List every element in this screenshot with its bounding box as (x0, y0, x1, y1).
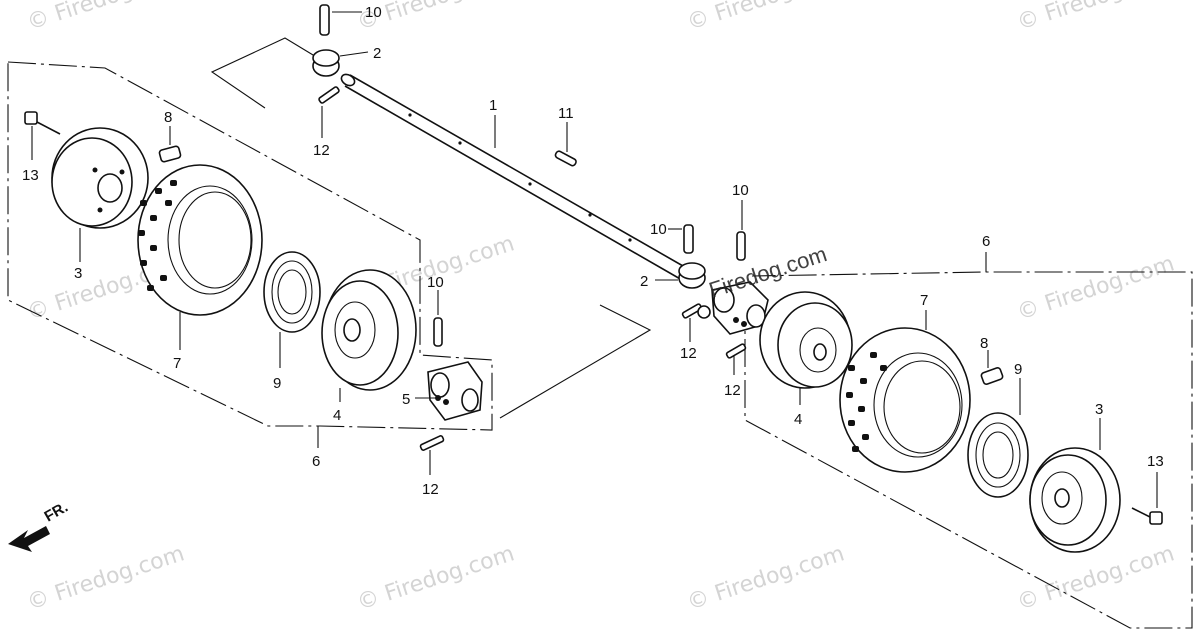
pin-right-b: 12 (724, 343, 747, 399)
left-assembly-outline (7, 61, 493, 448)
callout-7: 7 (173, 355, 181, 372)
key-pin: 11 (554, 105, 577, 167)
watermark: © Firedog.com (1014, 0, 1177, 36)
axle-shaft: 1 (340, 73, 691, 281)
wheel-rim-right: 3 (1029, 401, 1121, 553)
callout-12: 12 (313, 142, 330, 159)
callout-11: 11 (558, 105, 574, 122)
callout-4b: 4 (794, 411, 802, 428)
callout-1: 1 (489, 97, 497, 114)
callout-4: 4 (333, 407, 341, 424)
tire-left: 7 (137, 164, 263, 372)
top-pin: 12 (313, 86, 340, 159)
bolt-left: 10 (427, 274, 444, 347)
callout-5: 5 (402, 391, 410, 408)
callout-10: 10 (365, 4, 382, 21)
bolt-right-a: 10 (650, 221, 694, 254)
lug-bolt-left: 13 (22, 111, 61, 184)
watermark: © Firedog.com (684, 541, 847, 615)
callout-12d: 12 (724, 382, 741, 399)
brake-hub-left: 4 (321, 269, 417, 424)
callout-2b: 2 (640, 273, 648, 290)
wheel-rim-left: 3 (51, 127, 149, 282)
watermark: © Firedog.com (24, 0, 187, 36)
direction-indicator: FR. (8, 499, 71, 552)
callout-12c: 12 (680, 345, 697, 362)
callout-10b: 10 (427, 274, 444, 291)
watermark: © Firedog.com (24, 541, 187, 615)
valve-right: 8 (980, 335, 1004, 386)
callout-12b: 12 (422, 481, 439, 498)
watermark: © Firedog.com (684, 0, 847, 36)
flange-hub: 5 (402, 361, 483, 421)
callout-8: 8 (164, 109, 172, 126)
tire-right: 7 (839, 292, 971, 473)
callout-10d: 10 (732, 182, 749, 199)
seal-ring-left: 9 (263, 251, 321, 392)
fr-arrow-icon (8, 526, 50, 552)
pin-right-a: 12 (680, 303, 711, 362)
leader-line (339, 51, 369, 57)
callout-8b: 8 (980, 335, 988, 352)
callout-13b: 13 (1147, 453, 1164, 470)
callout-10c: 10 (650, 221, 667, 238)
callout-6b: 6 (982, 233, 990, 250)
callout-2: 2 (373, 45, 381, 62)
callout-13: 13 (22, 167, 39, 184)
callout-3: 3 (74, 265, 82, 282)
lug-bolt-right: 13 (1131, 453, 1164, 525)
top-bolt: 10 (319, 4, 382, 36)
watermark: © Firedog.com (354, 541, 517, 615)
seal-ring-right: 9 (967, 361, 1029, 498)
right-collar: 2 (640, 262, 706, 290)
pin-bottom: 12 (419, 435, 445, 498)
direction-label: FR. (42, 499, 71, 526)
callout-7b: 7 (920, 292, 928, 309)
callout-6: 6 (312, 453, 320, 470)
watermark: © Firedog.com (1014, 251, 1177, 325)
axle-bracket-lines (210, 37, 652, 419)
callout-9b: 9 (1014, 361, 1022, 378)
bolt-right-b: 10 (732, 182, 749, 261)
right-assembly-outline (744, 252, 1193, 629)
callout-9: 9 (273, 375, 281, 392)
valve-left: 8 (158, 109, 182, 163)
callout-3b: 3 (1095, 401, 1103, 418)
brake-hub-right: 4 (759, 291, 853, 428)
top-collar: 2 (312, 45, 381, 77)
